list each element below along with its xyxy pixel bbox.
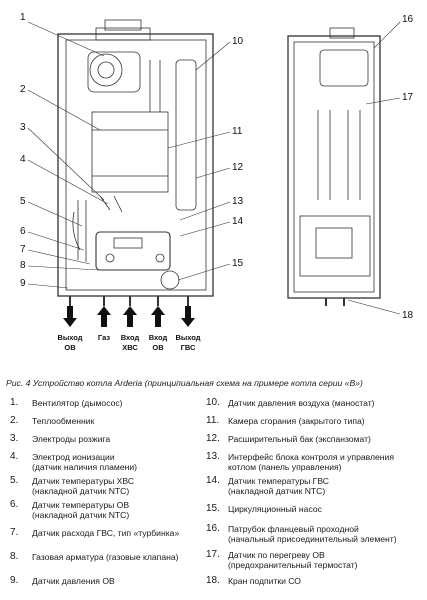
legend-number: 18. (206, 575, 220, 586)
legend-text: Датчик давления воздуха (маностат) (228, 398, 375, 408)
flow-label-heating-in-2: ОВ (152, 343, 164, 352)
callout-17: 17 (402, 92, 414, 103)
flow-label-heating-out-1: Выход (57, 333, 82, 342)
figure-caption: Рис. 4 Устройство котла Arderia (принцип… (6, 378, 363, 388)
callout-18: 18 (402, 310, 414, 321)
arrow-down-icon (63, 306, 77, 327)
legend-number: 15. (206, 503, 220, 514)
arrow-up-icon (97, 306, 111, 327)
arrow-up-icon (123, 306, 137, 327)
legend-number: 12. (206, 433, 220, 444)
control-panel-shape (95, 231, 171, 271)
legend-text: Газовая арматура (газовые клапана) (32, 552, 179, 562)
legend-text: Датчик температуры ХВС (накладной датчик… (32, 476, 135, 496)
pump-shape (160, 270, 180, 290)
legend-number: 10. (206, 397, 220, 408)
legend-number: 4. (10, 451, 19, 462)
boiler-side-housing (287, 35, 381, 299)
callout-16: 16 (402, 14, 414, 25)
legend-number: 13. (206, 451, 220, 462)
legend-text: Циркуляционный насос (228, 504, 322, 514)
legend-number: 11. (206, 415, 220, 426)
legend-text: Датчик по перегреву ОВ (предохранительны… (228, 550, 358, 570)
flow-label-heating-out-2: ОВ (64, 343, 76, 352)
callout-13: 13 (232, 196, 244, 207)
boiler-diagram: 1 2 3 4 5 6 7 8 9 10 11 12 13 14 15 16 1… (20, 12, 414, 352)
legend-number: 9. (10, 575, 19, 586)
legend-text: Датчик температуры ОВ (накладной датчик … (32, 500, 130, 520)
legend-text: Датчик давления ОВ (32, 576, 115, 586)
legend-number: 17. (206, 549, 220, 560)
legend-number: 3. (10, 433, 19, 444)
legend-text: Электрод ионизации (датчик наличия пламе… (32, 452, 138, 472)
legend-number: 6. (10, 499, 19, 510)
legend-number: 7. (10, 527, 19, 538)
callout-9: 9 (20, 278, 26, 289)
legend-text: Расширительный бак (экспанзомат) (228, 434, 371, 444)
legend-text: Камера сгорания (закрытого типа) (228, 416, 365, 426)
callout-10: 10 (232, 36, 244, 47)
callout-2: 2 (20, 84, 26, 95)
legend-number: 14. (206, 475, 220, 486)
arrow-down-icon (181, 306, 195, 327)
callout-7: 7 (20, 244, 26, 255)
legend-number: 2. (10, 415, 19, 426)
legend-number: 5. (10, 475, 19, 486)
flow-label-hot-out-1: Выход (175, 333, 200, 342)
legend-text: Патрубок фланцевый проходной (начальный … (228, 524, 397, 544)
legend: 1. Вентилятор (дымосос) 2. Теплообменник… (0, 396, 427, 600)
legend-text: Интерфейс блока контроля и управления ко… (228, 452, 395, 472)
callout-12: 12 (232, 162, 244, 173)
callout-5: 5 (20, 196, 26, 207)
legend-text: Вентилятор (дымосос) (32, 398, 123, 408)
callout-14: 14 (232, 216, 244, 227)
flow-label-heating-in-1: Вход (149, 333, 168, 342)
callout-8: 8 (20, 260, 26, 271)
legend-number: 1. (10, 397, 19, 408)
callout-11: 11 (232, 126, 243, 137)
legend-text: Датчик расхода ГВС, тип «турбинка» (32, 528, 180, 538)
callout-1: 1 (20, 12, 26, 23)
expansion-vessel-shape (175, 59, 197, 211)
flow-label-hot-out-2: ГВС (181, 343, 196, 352)
flow-label-cold-in-2: ХВС (122, 343, 138, 352)
legend-text: Датчик температуры ГВС (накладной датчик… (228, 476, 329, 496)
callout-6: 6 (20, 226, 26, 237)
flow-label-cold-in-1: Вход (121, 333, 140, 342)
fan-shape (89, 53, 123, 87)
legend-text: Электроды розжига (32, 434, 111, 444)
legend-text: Кран подпитки СО (228, 576, 301, 586)
callout-4: 4 (20, 154, 26, 165)
flow-label-gas: Газ (98, 333, 110, 342)
arrow-up-icon (151, 306, 165, 327)
combustion-chamber-shape (91, 111, 169, 193)
callout-3: 3 (20, 122, 26, 133)
callout-15: 15 (232, 258, 244, 269)
legend-number: 8. (10, 551, 19, 562)
boiler-front-housing (57, 33, 214, 297)
legend-text: Теплообменник (32, 416, 95, 426)
legend-number: 16. (206, 523, 220, 534)
